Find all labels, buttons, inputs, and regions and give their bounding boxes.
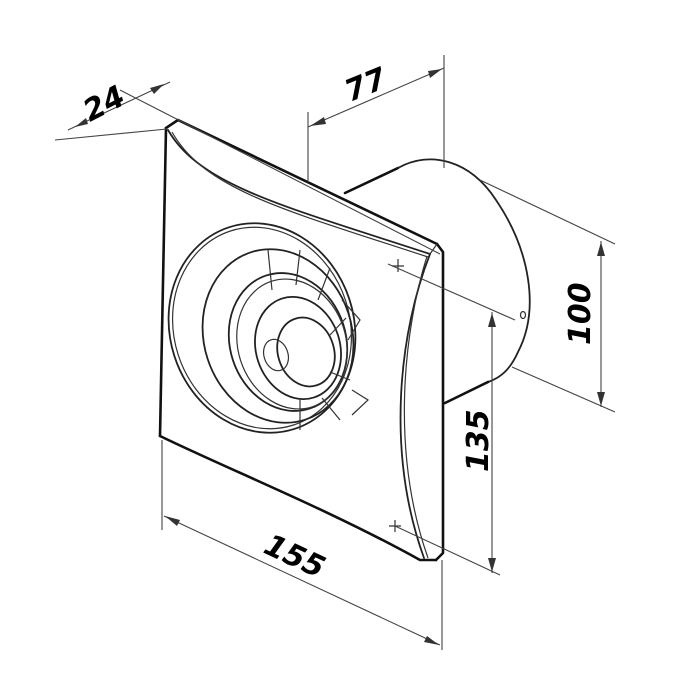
dim-label-77: 77 <box>340 61 392 109</box>
arrow-icon <box>428 69 442 78</box>
arrow-icon <box>597 242 605 256</box>
arrow-icon <box>597 392 605 406</box>
arrow-icon <box>488 558 496 572</box>
arrow-icon <box>165 516 180 526</box>
mount-cross-icon <box>392 259 404 272</box>
dim-label-135: 135 <box>461 409 496 472</box>
dimension-135: 135 <box>387 263 516 576</box>
fan-grille <box>167 222 369 434</box>
arrow-icon <box>75 118 88 127</box>
fan-body-cylinder <box>343 158 531 405</box>
dimension-77: 77 <box>307 55 445 182</box>
arrow-icon <box>150 84 164 94</box>
arrow-icon <box>310 117 326 126</box>
dim-label-100: 100 <box>563 282 598 345</box>
arrow-icon <box>424 636 439 645</box>
dimension-155: 155 <box>161 440 443 650</box>
arrow-icon <box>488 313 496 327</box>
dimension-100: 100 <box>479 179 616 413</box>
screw-hole-icon <box>519 310 527 320</box>
